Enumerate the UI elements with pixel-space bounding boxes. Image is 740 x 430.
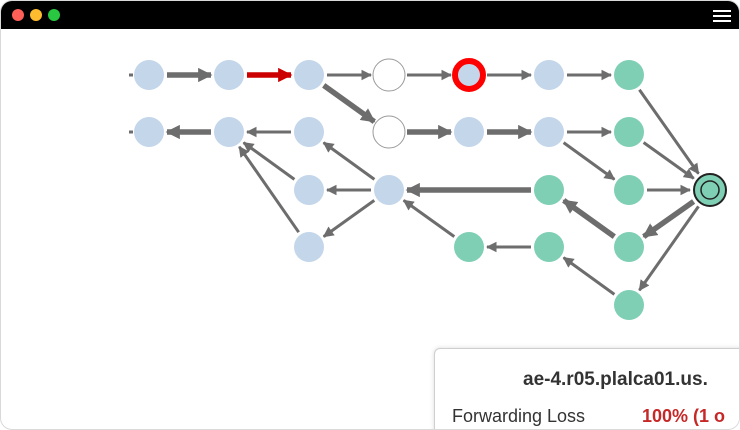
edge-d3-b2 <box>238 145 300 234</box>
edge-b6-c7 <box>562 141 616 181</box>
nodes-layer <box>134 58 727 320</box>
hop-node-d3[interactable] <box>294 232 324 262</box>
hop-node-a2[interactable] <box>214 60 244 90</box>
close-window-button[interactable] <box>12 9 24 21</box>
hop-node-c4[interactable] <box>374 175 404 205</box>
hop-node-a5[interactable] <box>452 58 486 92</box>
hop-node-a6[interactable] <box>534 60 564 90</box>
hop-node-d5[interactable] <box>454 232 484 262</box>
title-bar <box>1 1 739 29</box>
hop-node-d7[interactable] <box>614 232 644 262</box>
hop-node-a1[interactable] <box>134 60 164 90</box>
hop-node-e7[interactable] <box>614 290 644 320</box>
edge-d7-c6 <box>562 198 616 239</box>
forwarding-loss-label: Forwarding Loss <box>452 406 586 426</box>
tooltip-hostname: ae-4.r05.plalca01.us. <box>523 369 708 390</box>
forwarding-loss-value: 100% (1 o <box>642 406 726 426</box>
zoom-window-button[interactable] <box>48 9 60 21</box>
hop-node-b4[interactable] <box>372 115 406 149</box>
hamburger-menu-icon[interactable] <box>713 9 731 23</box>
edge-b7-hub <box>642 141 695 180</box>
hop-node-d6[interactable] <box>534 232 564 262</box>
edge-a3-b4 <box>322 83 376 124</box>
hop-node-b6[interactable] <box>534 117 564 147</box>
hop-node-c7[interactable] <box>614 175 644 205</box>
edges-layer <box>165 67 700 296</box>
hop-tooltip: ae-4.r05.plalca01.us. Forwarding Loss 10… <box>434 348 739 429</box>
edge-c3-b2 <box>242 141 296 181</box>
hop-node-c3[interactable] <box>294 175 324 205</box>
hop-node-b3[interactable] <box>294 117 324 147</box>
edge-hub-e7 <box>638 205 700 292</box>
hop-node-b7[interactable] <box>614 117 644 147</box>
edge-d5-c4 <box>402 199 456 238</box>
hop-node-c6[interactable] <box>534 175 564 205</box>
edge-c4-b3 <box>322 141 376 181</box>
hop-node-a4[interactable] <box>372 58 406 92</box>
edge-a7-hub <box>638 88 700 175</box>
edge-hub-d7 <box>642 199 696 239</box>
hop-node-a3[interactable] <box>294 60 324 90</box>
edge-c4-d3 <box>322 199 376 238</box>
hop-node-a7[interactable] <box>614 60 644 90</box>
hop-node-hub[interactable] <box>693 173 727 207</box>
hop-node-b5[interactable] <box>454 117 484 147</box>
path-graph <box>129 58 727 320</box>
hop-node-b2[interactable] <box>214 117 244 147</box>
hop-node-b1[interactable] <box>134 117 164 147</box>
edge-e7-d6 <box>562 256 616 296</box>
minimize-window-button[interactable] <box>30 9 42 21</box>
